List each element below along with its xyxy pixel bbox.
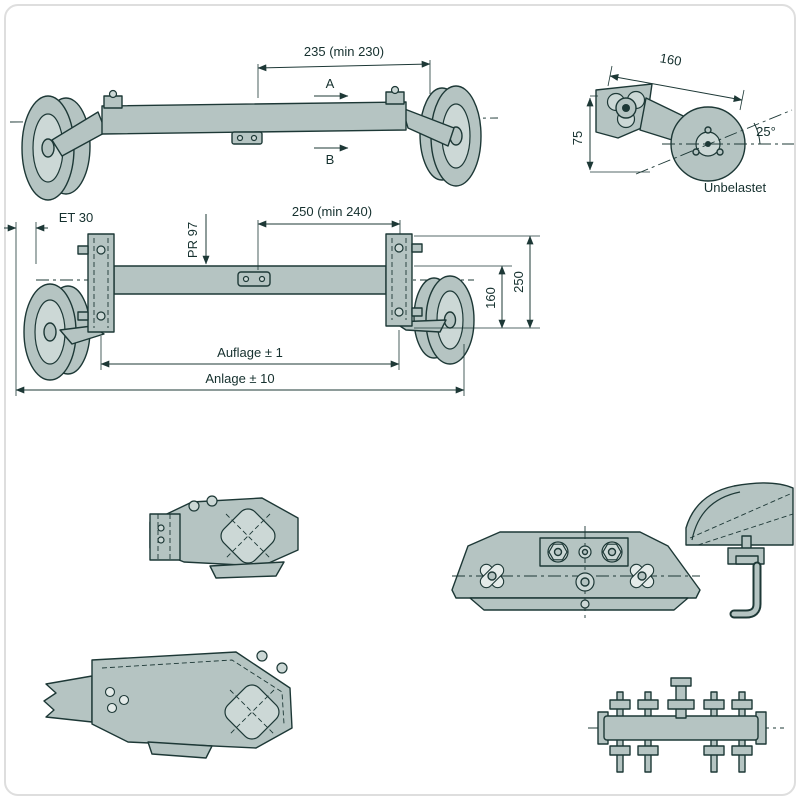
dim-250min240-label: 250 (min 240) xyxy=(292,204,372,219)
mounting-bracket-right xyxy=(385,233,423,327)
angle-25-label: 25° xyxy=(756,124,776,139)
hook-nut xyxy=(735,555,759,565)
axle-beam xyxy=(101,101,407,135)
hanger-left xyxy=(103,89,123,109)
detail-clamp xyxy=(588,677,784,773)
dimension-160-hub: 160 xyxy=(607,50,745,111)
arm-tab xyxy=(147,741,213,759)
dimension-235: 235 (min 230) xyxy=(257,44,431,98)
detail-mounting-plate xyxy=(451,526,701,618)
clamp-nuts xyxy=(609,699,753,756)
bracket-bolt-2 xyxy=(206,495,218,507)
dimension-250min240: 250 (min 240) xyxy=(257,204,401,270)
axle2-center-stamp xyxy=(237,271,271,287)
drum-angled-centerline xyxy=(635,109,793,175)
view-hub-side: 160 25° 75 xyxy=(570,50,794,195)
wheel-mid-right xyxy=(413,275,475,365)
clamp-center-stud xyxy=(667,677,695,719)
arm-bolt-1 xyxy=(256,650,268,662)
dimension-75: 75 xyxy=(570,95,650,173)
arm-hole-2 xyxy=(118,694,130,706)
dim-160-hub-label: 160 xyxy=(659,50,683,69)
dim-160-right-label: 160 xyxy=(483,287,498,309)
section-marker-a: A xyxy=(314,76,349,100)
mounting-bracket-left xyxy=(77,233,115,333)
hub-mounting-bracket xyxy=(595,83,653,139)
arm-hole-3 xyxy=(106,702,118,714)
dim-auflage-label: Auflage ± 1 xyxy=(217,345,283,360)
wheel-arc xyxy=(685,482,794,546)
dimension-pr97: PR 97 xyxy=(185,214,210,265)
j-hook xyxy=(729,561,762,619)
dimension-auflage: Auflage ± 1 xyxy=(100,330,400,370)
dimension-160-right: 160 xyxy=(414,235,540,329)
dim-anlage-label: Anlage ± 10 xyxy=(205,371,274,386)
view-axle-front: 235 (min 230) A B xyxy=(9,44,499,201)
section-b-label: B xyxy=(326,152,335,167)
clamp-bar xyxy=(603,715,759,741)
dim-250-right-label: 250 xyxy=(511,271,526,293)
small-bolt xyxy=(580,599,590,609)
section-a-label: A xyxy=(326,76,335,91)
detail-swing-arm xyxy=(43,650,293,759)
hex-bolt-left xyxy=(547,541,569,563)
dim-et30-label: ET 30 xyxy=(59,210,93,225)
wheel-front-left xyxy=(21,95,91,201)
dimension-et30: ET 30 xyxy=(4,210,93,396)
angle-arc xyxy=(753,122,761,145)
page-border xyxy=(4,4,796,796)
hanger-right xyxy=(385,85,405,105)
center-bracket xyxy=(231,131,263,145)
view-axle-mounting: ET 30 PR 97 250 (min 240) 160 250 xyxy=(4,204,540,396)
hex-bolt-right xyxy=(601,541,623,563)
detail-bracket-top xyxy=(149,495,299,579)
cross-slot-left xyxy=(479,563,505,589)
wheel-mid-left xyxy=(23,283,91,381)
plate-foot xyxy=(469,597,689,611)
dim-75-label: 75 xyxy=(570,131,585,145)
arm-beam-break xyxy=(43,675,93,723)
dimension-anlage: Anlage ± 10 xyxy=(15,344,465,396)
bracket-bolt-1 xyxy=(188,500,200,512)
bracket-flange xyxy=(149,513,181,561)
arm-hole-1 xyxy=(104,686,116,698)
dimension-250-right: 250 xyxy=(511,235,534,329)
arm-bolt-2 xyxy=(276,662,288,674)
section-marker-b: B xyxy=(314,144,349,167)
cross-slot-right xyxy=(629,563,655,589)
bracket-foot xyxy=(209,561,285,579)
detail-wheel-hook xyxy=(685,482,794,619)
dim-235-label: 235 (min 230) xyxy=(304,44,384,59)
dim-pr97-label: PR 97 xyxy=(185,222,200,258)
unloaded-caption: Unbelastet xyxy=(704,180,767,195)
